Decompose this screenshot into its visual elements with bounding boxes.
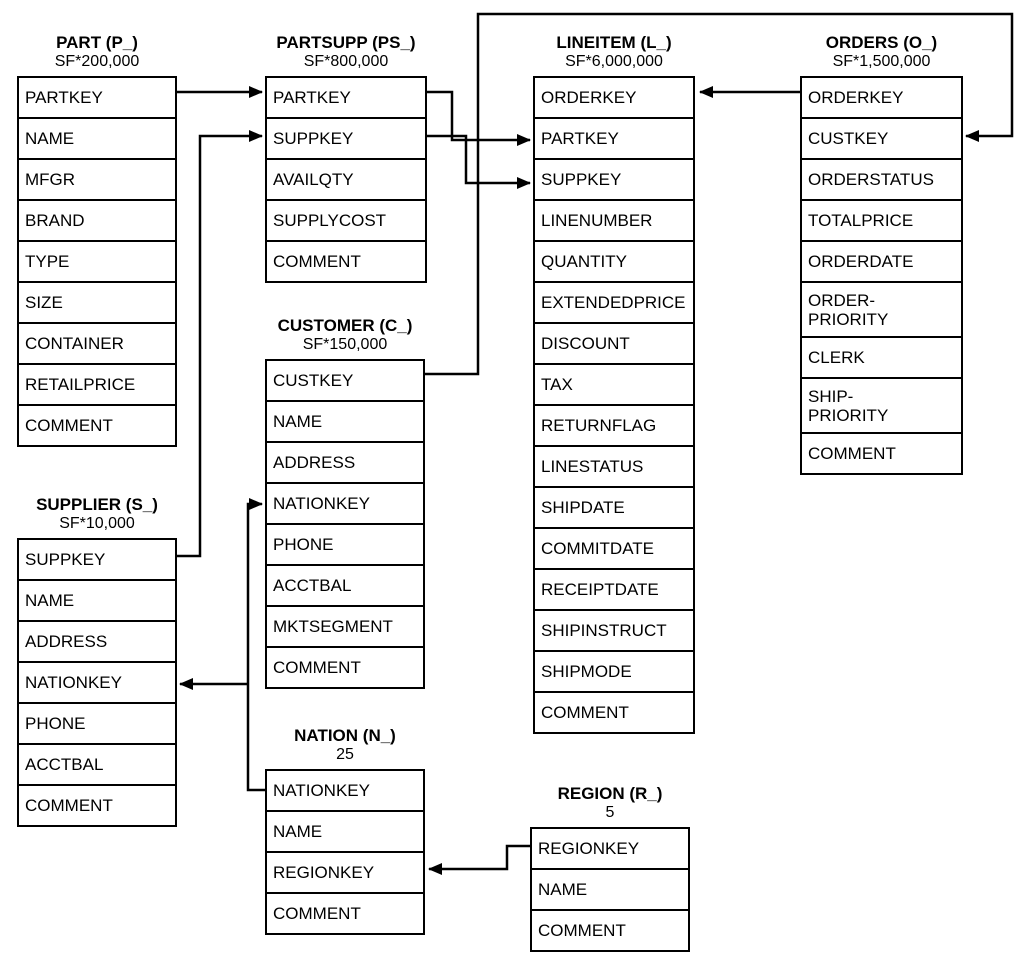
- table-lineitem-cardinality: SF*6,000,000: [565, 53, 663, 70]
- nation-column: NAME: [265, 810, 425, 853]
- table-partsupp-cardinality: SF*800,000: [303, 53, 389, 70]
- table-nation-columns: NATIONKEY NAME REGIONKEY COMMENT: [265, 769, 425, 935]
- customer-column: ACCTBAL: [265, 564, 425, 607]
- relation-region-nation: [428, 844, 530, 875]
- part-column: BRAND: [17, 199, 177, 242]
- orders-column: ORDER- PRIORITY: [800, 281, 963, 338]
- orders-column: ORDERKEY: [800, 76, 963, 119]
- lineitem-column: SHIPDATE: [533, 486, 695, 529]
- partsupp-column: COMMENT: [265, 240, 427, 283]
- relation-nation-customer: [246, 498, 265, 792]
- nation-column: COMMENT: [265, 892, 425, 935]
- lineitem-column: TAX: [533, 363, 695, 406]
- table-nation-title: NATION (N_): [294, 726, 396, 745]
- table-orders-columns: ORDERKEY CUSTKEY ORDERSTATUS TOTALPRICE …: [800, 76, 963, 475]
- table-customer: CUSTOMER (C_) SF*150,000 CUSTKEY NAME AD…: [265, 316, 425, 689]
- lineitem-column: COMMITDATE: [533, 527, 695, 570]
- part-column: SIZE: [17, 281, 177, 324]
- nation-column: REGIONKEY: [265, 851, 425, 894]
- supplier-column: SUPPKEY: [17, 538, 177, 581]
- table-partsupp-columns: PARTKEY SUPPKEY AVAILQTY SUPPLYCOST COMM…: [265, 76, 427, 283]
- table-partsupp-title: PARTSUPP (PS_): [276, 33, 416, 52]
- table-orders-title: ORDERS (O_): [825, 33, 938, 52]
- region-column: COMMENT: [530, 909, 690, 952]
- customer-column: PHONE: [265, 523, 425, 566]
- table-supplier-columns: SUPPKEY NAME ADDRESS NATIONKEY PHONE ACC…: [17, 538, 177, 827]
- orders-column: ORDERSTATUS: [800, 158, 963, 201]
- partsupp-column: AVAILQTY: [265, 158, 427, 201]
- table-part-title: PART (P_): [56, 33, 138, 52]
- table-lineitem-title: LINEITEM (L_): [556, 33, 672, 52]
- supplier-column: NATIONKEY: [17, 661, 177, 704]
- supplier-column: NAME: [17, 579, 177, 622]
- table-nation: NATION (N_) 25 NATIONKEY NAME REGIONKEY …: [265, 726, 425, 935]
- orders-column: TOTALPRICE: [800, 199, 963, 242]
- lineitem-column: SUPPKEY: [533, 158, 695, 201]
- lineitem-column: EXTENDEDPRICE: [533, 281, 695, 324]
- table-supplier-title: SUPPLIER (S_): [36, 495, 158, 514]
- part-column: COMMENT: [17, 404, 177, 447]
- table-lineitem: LINEITEM (L_) SF*6,000,000 ORDERKEY PART…: [533, 33, 695, 734]
- table-nation-cardinality: 25: [336, 746, 354, 763]
- table-part-columns: PARTKEY NAME MFGR BRAND TYPE SIZE CONTAI…: [17, 76, 177, 447]
- orders-column: COMMENT: [800, 432, 963, 475]
- lineitem-column: DISCOUNT: [533, 322, 695, 365]
- partsupp-column: PARTKEY: [265, 76, 427, 119]
- lineitem-column: PARTKEY: [533, 117, 695, 160]
- table-customer-title: CUSTOMER (C_): [277, 316, 413, 335]
- table-partsupp: PARTSUPP (PS_) SF*800,000 PARTKEY SUPPKE…: [265, 33, 427, 283]
- lineitem-column: LINENUMBER: [533, 199, 695, 242]
- lineitem-column: ORDERKEY: [533, 76, 695, 119]
- table-lineitem-columns: ORDERKEY PARTKEY SUPPKEY LINENUMBER QUAN…: [533, 76, 695, 734]
- part-column: PARTKEY: [17, 76, 177, 119]
- lineitem-column: RETURNFLAG: [533, 404, 695, 447]
- customer-column: MKTSEGMENT: [265, 605, 425, 648]
- supplier-column: PHONE: [17, 702, 177, 745]
- table-orders: ORDERS (O_) SF*1,500,000 ORDERKEY CUSTKE…: [800, 33, 963, 475]
- part-column: NAME: [17, 117, 177, 160]
- relation-partsupp-lineitem-partkey: [427, 90, 531, 146]
- table-supplier-cardinality: SF*10,000: [59, 515, 135, 532]
- lineitem-column: SHIPMODE: [533, 650, 695, 693]
- table-part-cardinality: SF*200,000: [54, 53, 140, 70]
- region-column: REGIONKEY: [530, 827, 690, 870]
- relation-partsupp-lineitem-suppkey: [427, 134, 531, 189]
- table-region-cardinality: 5: [605, 804, 615, 821]
- orders-column: ORDERDATE: [800, 240, 963, 283]
- part-column: MFGR: [17, 158, 177, 201]
- lineitem-column: LINESTATUS: [533, 445, 695, 488]
- partsupp-column: SUPPLYCOST: [265, 199, 427, 242]
- table-part: PART (P_) SF*200,000 PARTKEY NAME MFGR B…: [17, 33, 177, 447]
- table-customer-columns: CUSTKEY NAME ADDRESS NATIONKEY PHONE ACC…: [265, 359, 425, 689]
- customer-column: COMMENT: [265, 646, 425, 689]
- supplier-column: ADDRESS: [17, 620, 177, 663]
- customer-column: NAME: [265, 400, 425, 443]
- table-region: REGION (R_) 5 REGIONKEY NAME COMMENT: [530, 784, 690, 952]
- customer-column: CUSTKEY: [265, 359, 425, 402]
- orders-column: CUSTKEY: [800, 117, 963, 160]
- supplier-column: ACCTBAL: [17, 743, 177, 786]
- region-column: NAME: [530, 868, 690, 911]
- table-orders-cardinality: SF*1,500,000: [832, 53, 931, 70]
- orders-column: CLERK: [800, 336, 963, 379]
- table-supplier: SUPPLIER (S_) SF*10,000 SUPPKEY NAME ADD…: [17, 495, 177, 827]
- nation-column: NATIONKEY: [265, 769, 425, 812]
- customer-column: NATIONKEY: [265, 482, 425, 525]
- orders-column: SHIP- PRIORITY: [800, 377, 963, 434]
- lineitem-column: COMMENT: [533, 691, 695, 734]
- customer-column: ADDRESS: [265, 441, 425, 484]
- lineitem-column: QUANTITY: [533, 240, 695, 283]
- part-column: TYPE: [17, 240, 177, 283]
- table-region-columns: REGIONKEY NAME COMMENT: [530, 827, 690, 952]
- part-column: CONTAINER: [17, 322, 177, 365]
- lineitem-column: SHIPINSTRUCT: [533, 609, 695, 652]
- part-column: RETAILPRICE: [17, 363, 177, 406]
- table-region-title: REGION (R_): [557, 784, 663, 803]
- table-customer-cardinality: SF*150,000: [302, 336, 388, 353]
- lineitem-column: RECEIPTDATE: [533, 568, 695, 611]
- supplier-column: COMMENT: [17, 784, 177, 827]
- partsupp-column: SUPPKEY: [265, 117, 427, 160]
- relation-supplier-partsupp: [177, 130, 263, 558]
